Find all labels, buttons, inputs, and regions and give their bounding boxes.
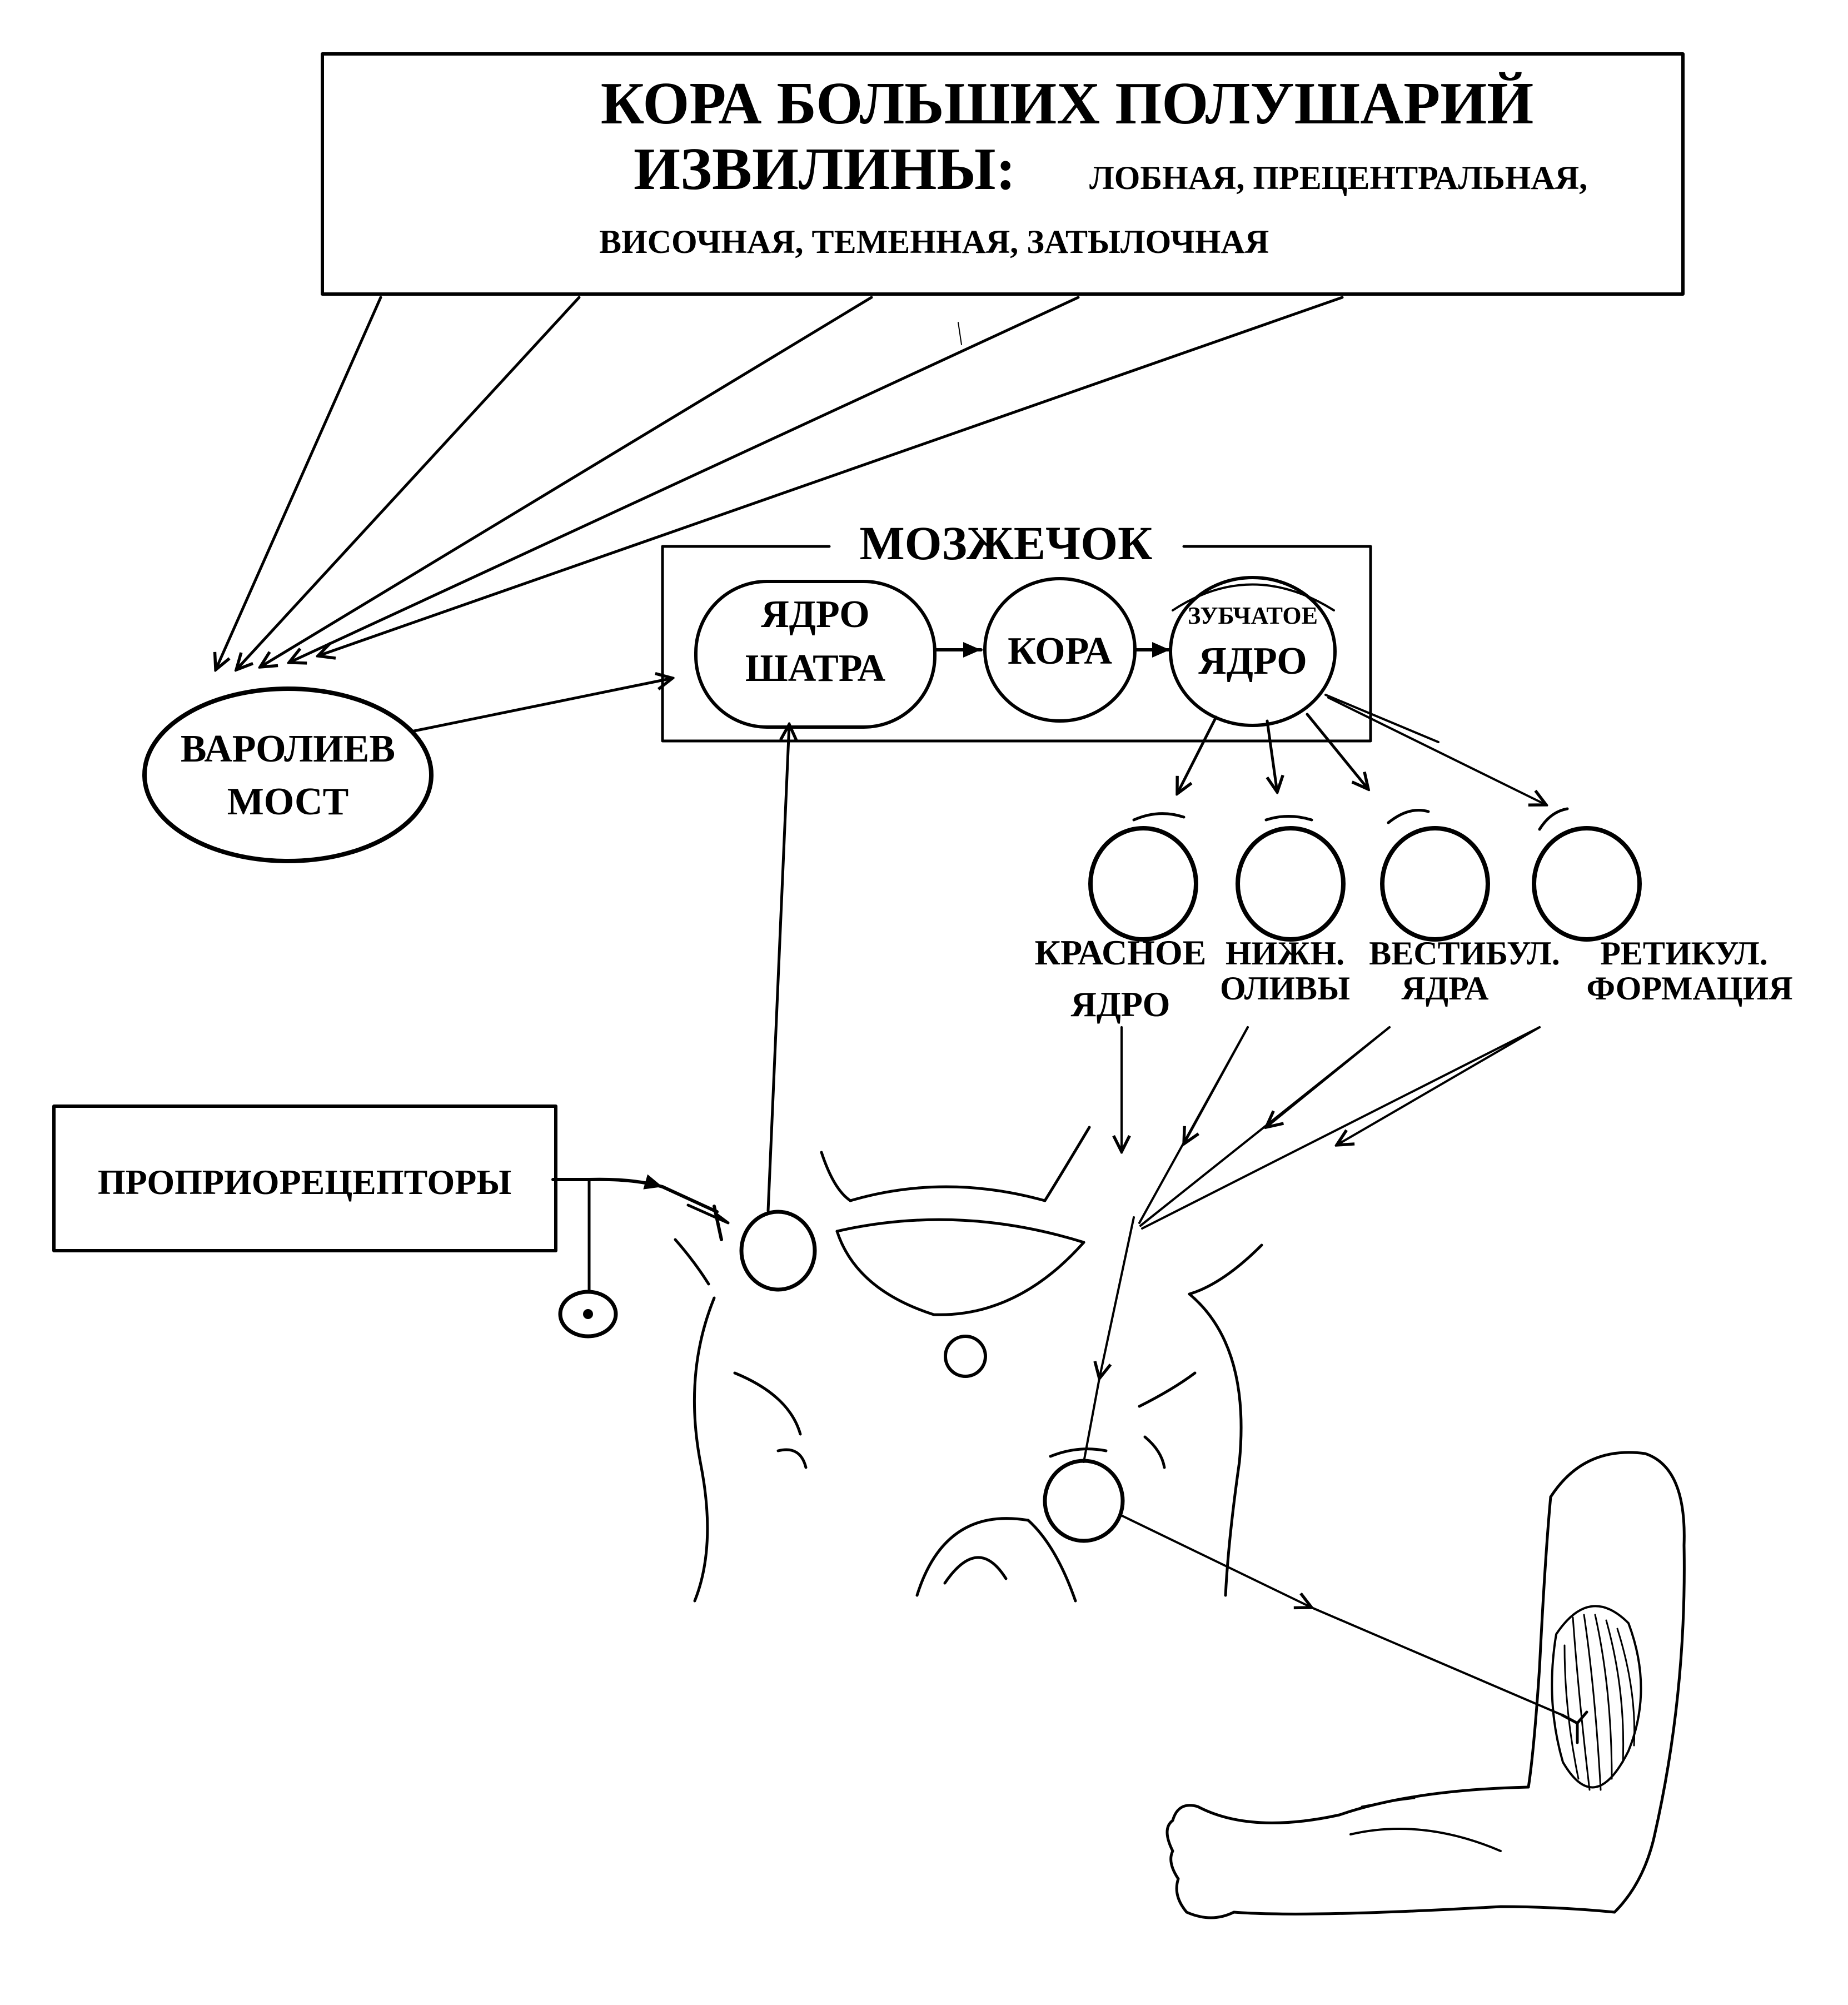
cortex-box: КОРА БОЛЬШИХ ПОЛУШАРИЙ ИЗВИЛИНЫ: ЛОБНАЯ,… bbox=[321, 52, 1685, 345]
red-nucleus-label-2: ЯДРО bbox=[1071, 984, 1170, 1024]
fastigial-label-1: ЯДРО bbox=[761, 593, 870, 636]
spinal-ganglion-cell bbox=[558, 1290, 618, 1339]
cerebellar-cortex-node: КОРА bbox=[983, 577, 1137, 723]
vestibular-nuclei-label-2: ЯДРА bbox=[1402, 970, 1489, 1007]
fastigial-label-2: ШАТРА bbox=[745, 647, 886, 690]
dentate-label-2: ЯДРО bbox=[1198, 640, 1307, 683]
cerebellar-cortex-label: КОРА bbox=[1008, 630, 1112, 673]
red-nucleus-circle bbox=[1088, 826, 1198, 942]
spinal-cord-section bbox=[674, 1126, 1263, 1603]
vestibular-nuclei-label-1: ВЕСТИБУЛ. bbox=[1369, 935, 1560, 972]
dorsal-horn-neuron bbox=[739, 1210, 817, 1292]
spinocerebellar-tract bbox=[766, 724, 789, 1212]
inferior-olive-label-1: НИЖН. bbox=[1226, 935, 1344, 972]
cortex-gyri-heading: ИЗВИЛИНЫ: bbox=[634, 136, 1016, 202]
proprioceptors-label: ПРОПРИОРЕЦЕПТОРЫ bbox=[98, 1162, 511, 1202]
motor-neuron bbox=[1043, 1459, 1125, 1543]
arm-muscle-illustration bbox=[1165, 1451, 1686, 1919]
motor-axon-end bbox=[1311, 1606, 1563, 1716]
pons-label-1: ВАРОЛИЕВ bbox=[181, 728, 395, 770]
afferent-neuron bbox=[551, 1174, 723, 1339]
proprioceptors-box: ПРОПРИОРЕЦЕПТОРЫ bbox=[52, 1105, 557, 1252]
central-canal bbox=[944, 1335, 987, 1378]
dentate-label-1: ЗУБЧАТОЕ bbox=[1188, 602, 1318, 629]
cortex-gyri-list-1: ЛОБНАЯ, ПРЕЦЕНТРАЛЬНАЯ, bbox=[1089, 160, 1587, 196]
dentate-efferents bbox=[1132, 694, 1569, 831]
cortex-gyri-list-2: ВИСОЧНАЯ, ТЕМЕННАЯ, ЗАТЫЛОЧНАЯ bbox=[599, 223, 1269, 260]
brainstem-nuclei: КРАСНОЕ ЯДРО НИЖН. ОЛИВЫ ВЕСТИБУЛ. ЯДРА … bbox=[1035, 826, 1793, 1024]
fastigial-nucleus: ЯДРО ШАТРА bbox=[694, 580, 937, 729]
pons-label-2: МОСТ bbox=[227, 780, 349, 823]
reticular-formation-label-1: РЕТИКУЛ. bbox=[1600, 935, 1768, 972]
pons-to-cerebellum-fiber bbox=[412, 678, 673, 733]
pons-node: ВАРОЛИЕВ МОСТ bbox=[142, 686, 434, 863]
cerebellum-box: МОЗЖЕЧОК ЯДРО ШАТРА КОРА ЗУБЧАТОЕ ЯДРО bbox=[661, 516, 1372, 743]
motor-axon bbox=[1119, 1514, 1312, 1608]
cortex-title: КОРА БОЛЬШИХ ПОЛУШАРИЙ bbox=[601, 71, 1533, 137]
dentate-nucleus: ЗУБЧАТОЕ ЯДРО bbox=[1169, 576, 1337, 727]
cortico-pontine-fibers bbox=[216, 296, 1344, 670]
inferior-olive-label-2: ОЛИВЫ bbox=[1220, 970, 1350, 1007]
cerebellum-title: МОЗЖЕЧОК bbox=[859, 516, 1152, 570]
reticular-formation-circle bbox=[1532, 826, 1642, 942]
inferior-olive-circle bbox=[1236, 826, 1346, 942]
reticular-formation-label-2: ФОРМАЦИЯ bbox=[1586, 970, 1792, 1007]
red-nucleus-label-1: КРАСНОЕ bbox=[1035, 933, 1207, 972]
vestibular-nuclei-circle bbox=[1380, 826, 1490, 942]
descending-tracts bbox=[1049, 1026, 1541, 1463]
